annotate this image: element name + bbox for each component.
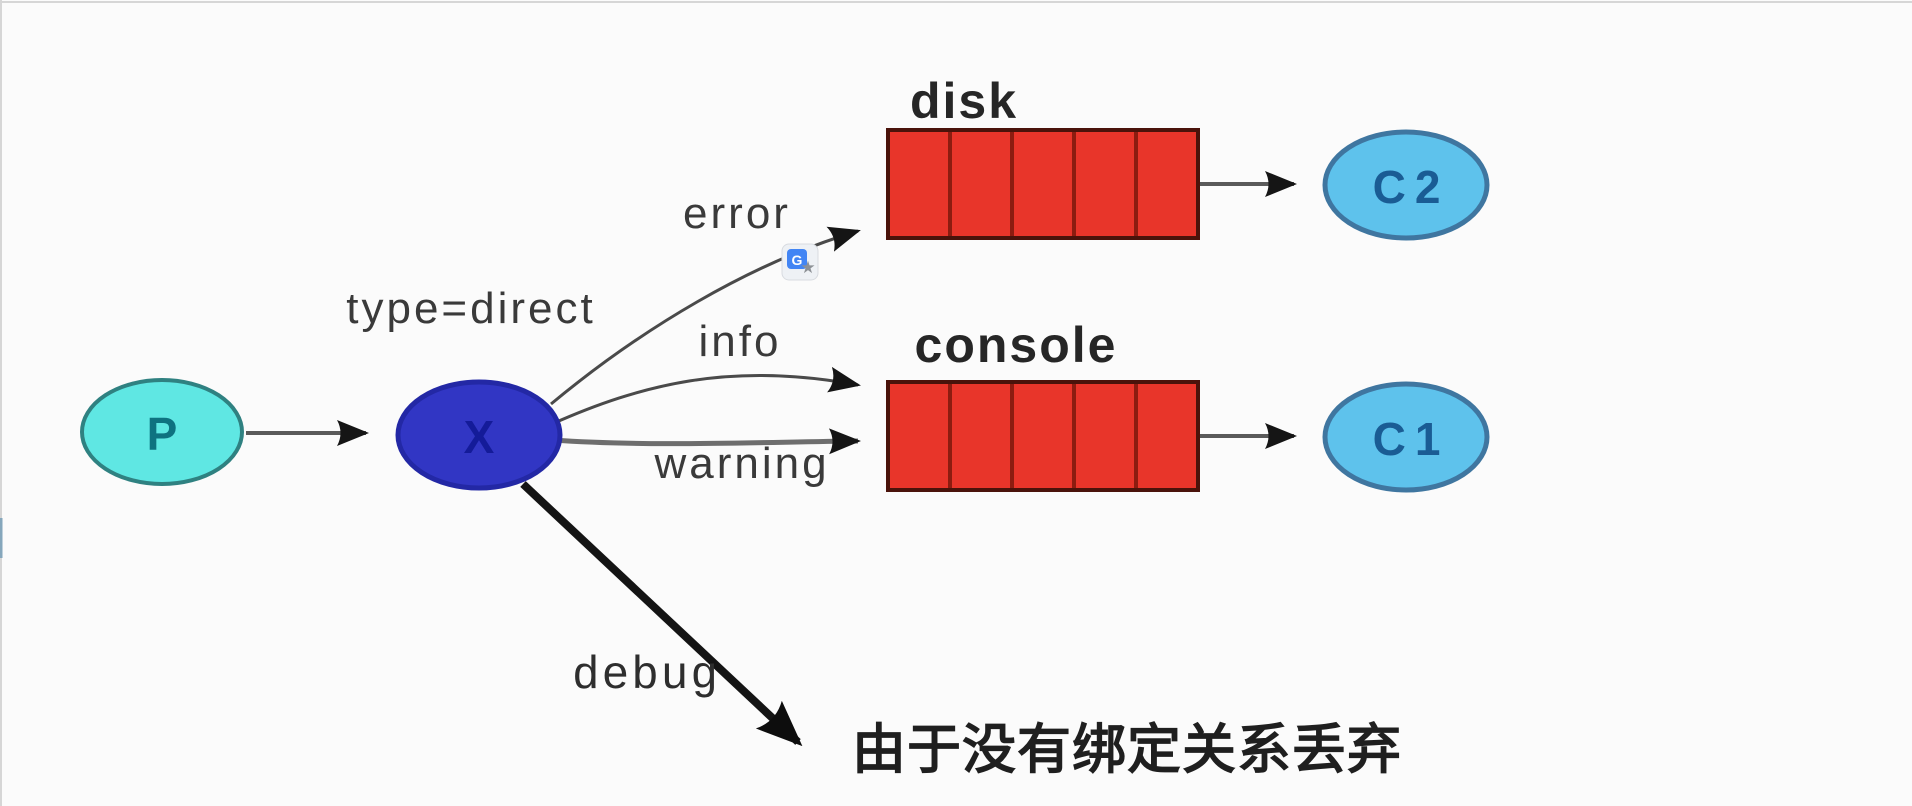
exchange-node-group: X <box>395 379 563 491</box>
binding-info-label: info <box>699 317 782 366</box>
consumer-c2-node <box>1322 129 1490 241</box>
consumer-c1-node <box>1322 381 1490 493</box>
binding-info-arrow <box>551 366 861 426</box>
binding-debug-arrow <box>520 481 803 747</box>
google-translate-icon-tile <box>787 249 807 269</box>
google-translate-icon[interactable]: G ★ <box>781 243 819 281</box>
google-translate-icon-star: ★ <box>800 258 815 278</box>
discard-note: 由于没有绑定关系丢弃 <box>852 720 1402 780</box>
producer-node <box>80 378 244 486</box>
queue-disk-body <box>886 128 1200 240</box>
exchange-type-label: type=direct <box>346 284 595 333</box>
exchange-label: X <box>464 411 495 463</box>
binding-error-label: error <box>683 189 791 238</box>
queue-disk-group: disk <box>886 73 1200 240</box>
consumer-c1-group: C1 <box>1322 381 1490 493</box>
producer-node-group: P <box>80 378 244 486</box>
binding-warning-arrow <box>552 428 861 455</box>
binding-warning-label: warning <box>653 439 829 488</box>
queue-console-label: console <box>915 317 1118 373</box>
consumer-c2-group: C2 <box>1322 129 1490 241</box>
queue-disk-label: disk <box>910 73 1018 129</box>
binding-debug-label: debug <box>572 650 720 702</box>
exchange-node <box>395 379 563 491</box>
producer-label: P <box>147 408 178 460</box>
queue-console-group: console <box>886 317 1200 492</box>
google-translate-icon-letter: G <box>792 252 803 268</box>
queue-console-body <box>886 380 1200 492</box>
consumer-c2-label: C2 <box>1373 161 1450 213</box>
consumer-c1-label: C1 <box>1373 413 1450 465</box>
